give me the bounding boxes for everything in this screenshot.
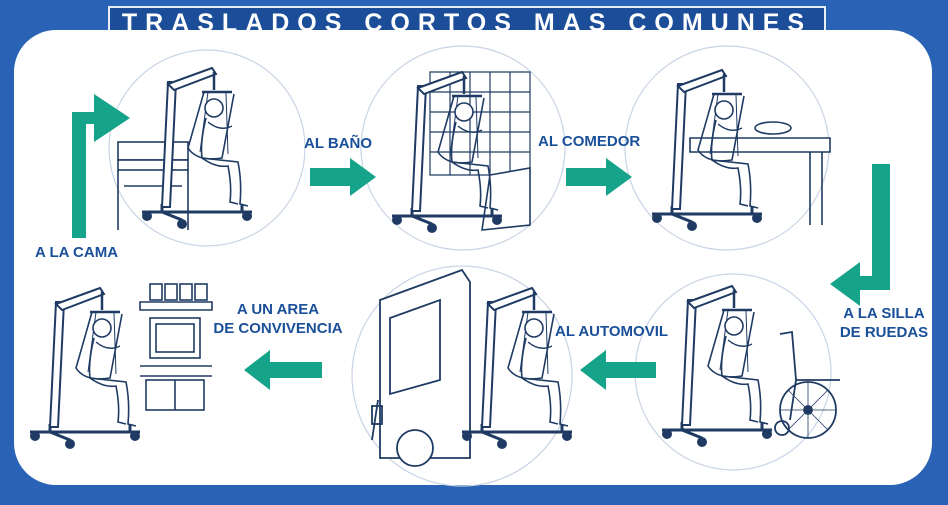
label-convivencia-line2: DE CONVIVENCIA bbox=[213, 320, 343, 337]
label-silla-line2: DE RUEDAS bbox=[839, 324, 929, 341]
arrow-to-car bbox=[580, 350, 656, 390]
arrow-to-living-area bbox=[244, 350, 322, 390]
wheelchair-icon bbox=[774, 330, 840, 439]
label-al-bano: AL BAÑO bbox=[304, 135, 373, 152]
arrow-to-bathroom bbox=[310, 158, 376, 196]
arrow-to-dining bbox=[566, 158, 632, 196]
label-al-comedor: AL COMEDOR bbox=[538, 133, 641, 150]
label-silla-line1: A LA SILLA bbox=[843, 305, 925, 322]
label-a-la-silla-de-ruedas: A LA SILLA DE RUEDAS bbox=[834, 304, 934, 342]
patient-lift-icon bbox=[28, 286, 142, 451]
arrow-to-wheelchair bbox=[830, 164, 890, 306]
dining-table-icon bbox=[689, 121, 831, 225]
label-convivencia-line1: A UN AREA bbox=[236, 301, 320, 318]
label-a-un-area-de-convivencia: A UN AREA DE CONVIVENCIA bbox=[198, 300, 358, 338]
patient-lift-icon bbox=[660, 284, 774, 449]
arrow-to-bed bbox=[72, 94, 130, 238]
patient-lift-icon bbox=[460, 286, 574, 451]
label-a-la-cama: A LA CAMA bbox=[35, 244, 119, 261]
car-icon bbox=[371, 268, 471, 467]
tv-cabinet-icon bbox=[139, 283, 213, 411]
label-al-automovil: AL AUTOMOVIL bbox=[555, 323, 669, 340]
